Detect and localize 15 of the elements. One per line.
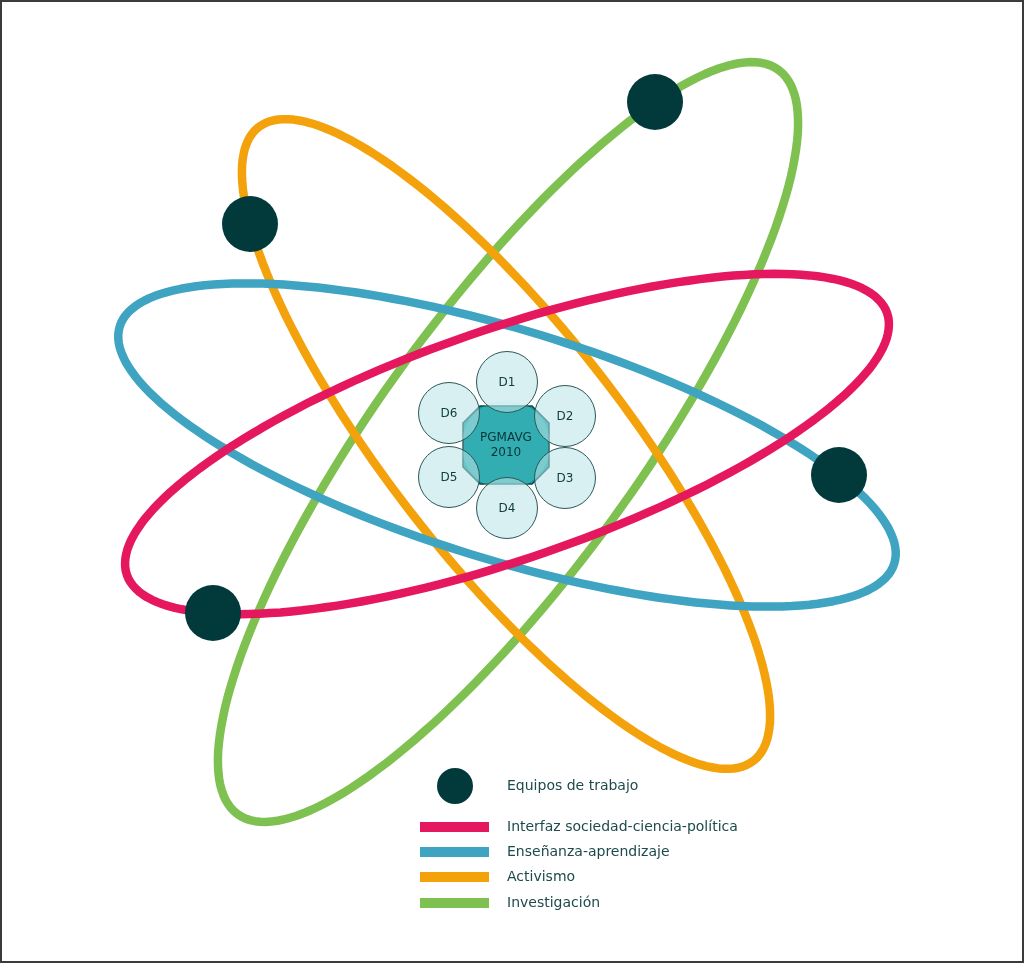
legend-label: Enseñanza-aprendizaje xyxy=(507,842,670,860)
legend-label: Interfaz sociedad-ciencia-política xyxy=(507,817,738,835)
node-label: D6 xyxy=(440,405,458,421)
legend-label: Equipos de trabajo xyxy=(507,776,639,794)
node-label: D3 xyxy=(556,470,574,486)
legend-label: Activismo xyxy=(507,867,576,885)
node-label: PGMAVG 2010 xyxy=(479,430,533,460)
node-label: D5 xyxy=(440,469,458,485)
node-label: D1 xyxy=(498,374,516,390)
legend-label: Investigación xyxy=(507,893,601,911)
node-label: D2 xyxy=(556,408,574,424)
circle-node xyxy=(476,477,538,539)
orbit-dot xyxy=(811,447,868,504)
circle-node xyxy=(476,351,538,413)
node-label: D4 xyxy=(498,500,516,516)
